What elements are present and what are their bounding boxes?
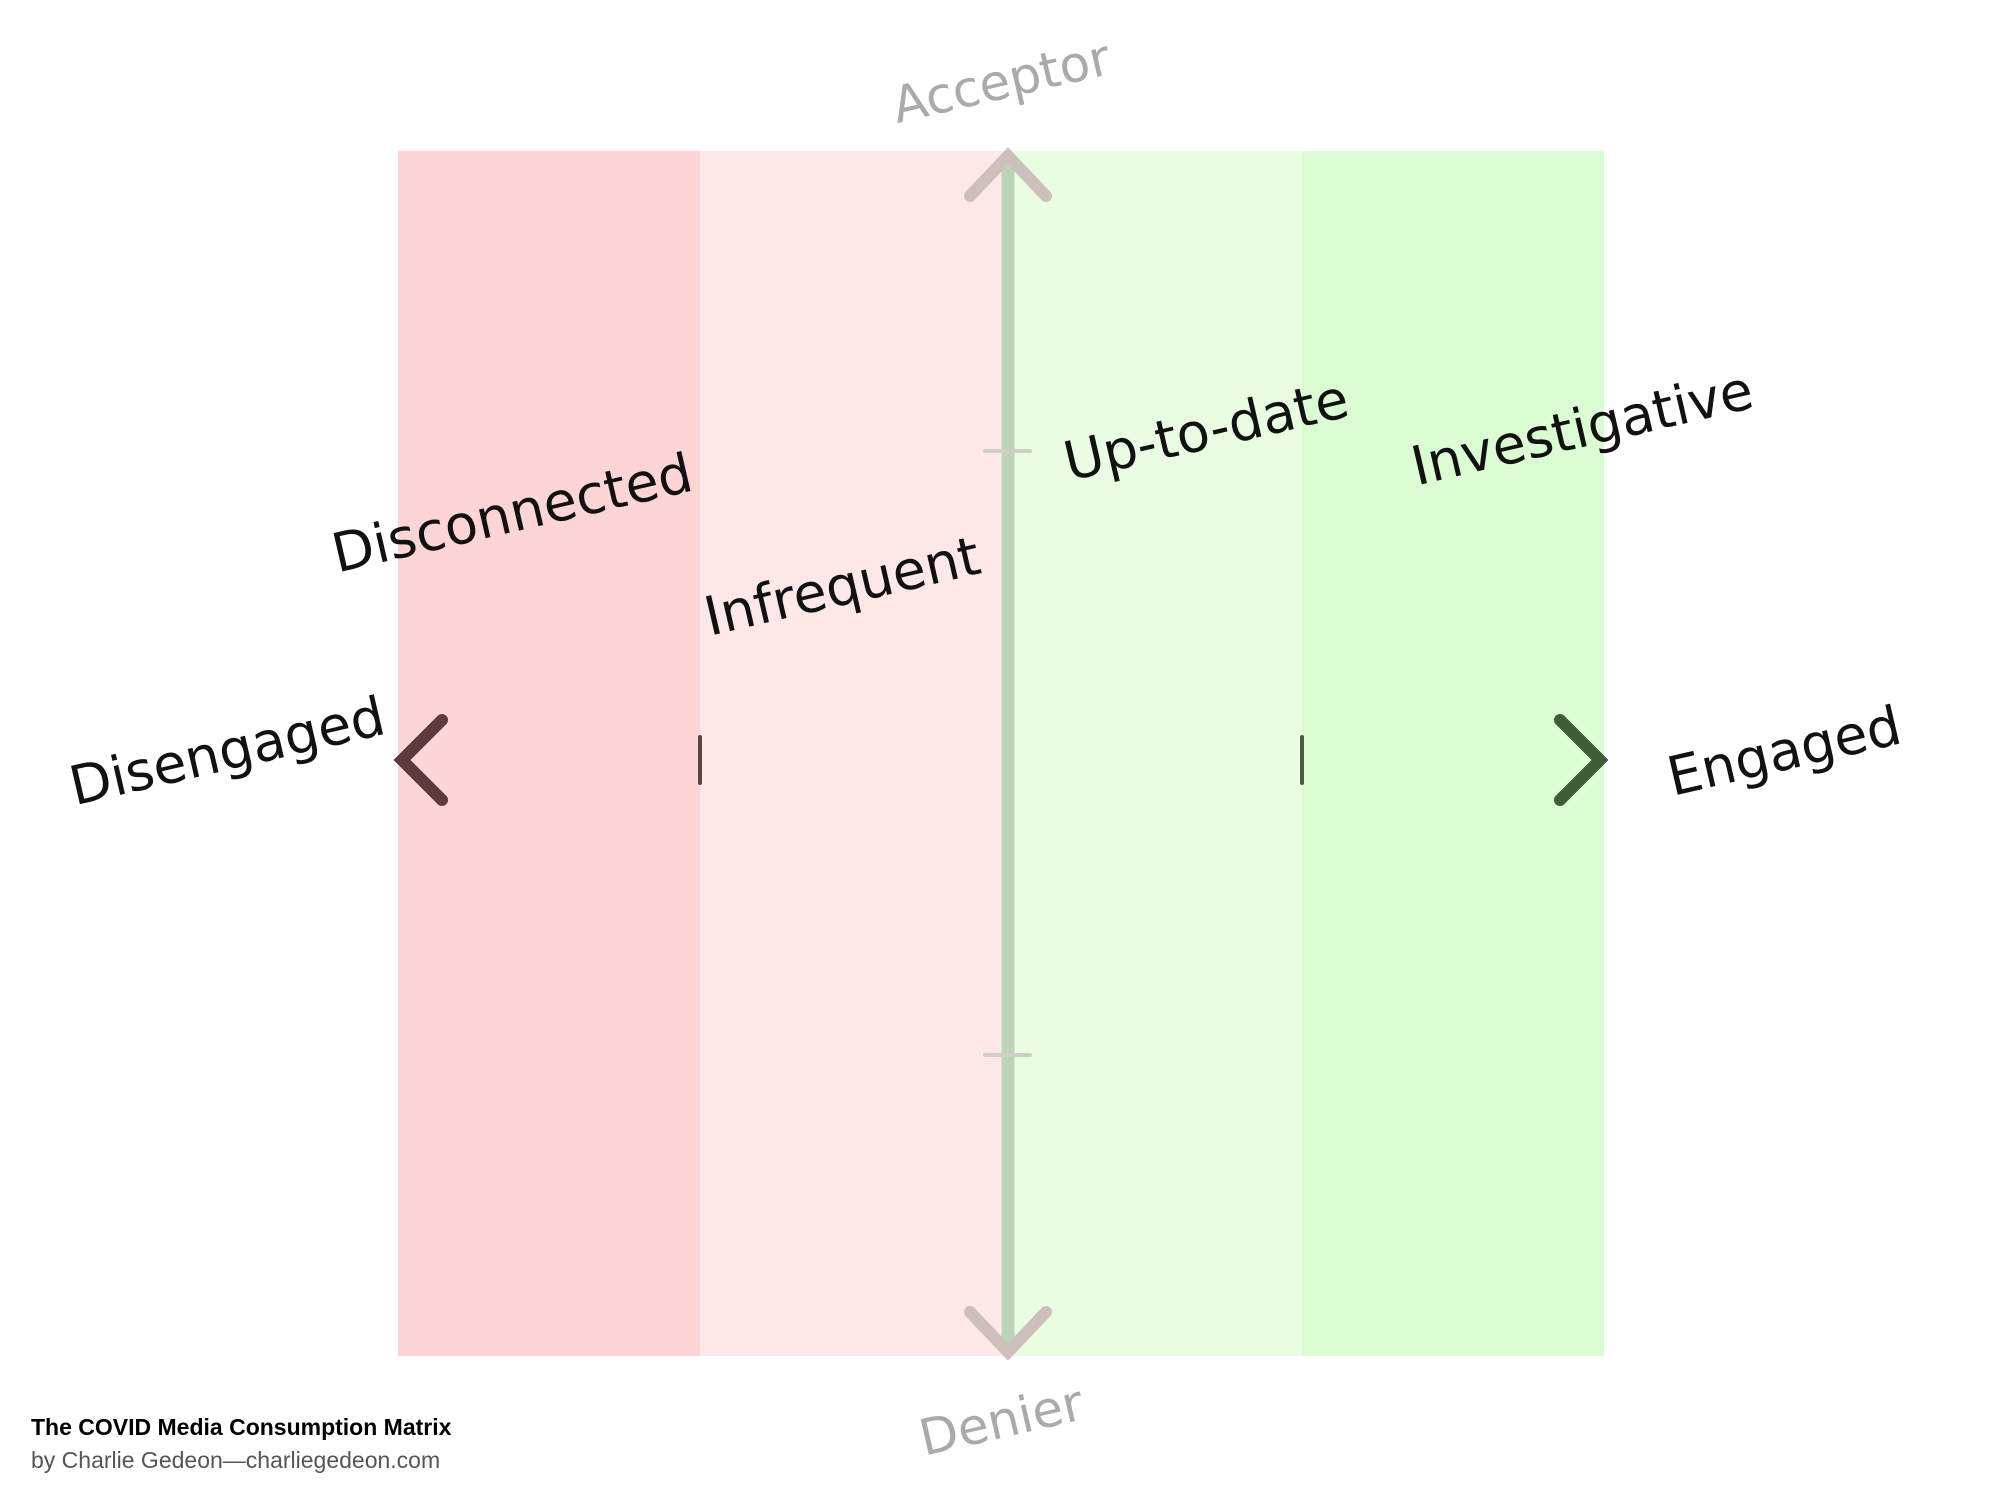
axis-label-engaged: Engaged [1661,694,1907,809]
zone-disconnected [398,151,700,1356]
zone-investigative [1302,151,1604,1356]
zone-infrequent [700,151,1001,1356]
axis-label-disengaged: Disengaged [64,684,391,818]
footer-title: The COVID Media Consumption Matrix [31,1414,452,1440]
vertical-axis [964,147,1052,1361]
arrow-up-icon [964,147,1052,202]
arrow-down-icon [964,1306,1052,1361]
axis-label-denier: Denier [914,1374,1089,1468]
zone-up-to-date [1001,151,1302,1356]
footer-byline: by Charlie Gedeon—charliegedeon.com [31,1447,441,1473]
arrow-right-icon [1554,714,1609,806]
footer: The COVID Media Consumption Matrix by Ch… [31,1414,451,1474]
arrow-left-icon [393,714,448,806]
horizontal-axis [393,714,1609,806]
axis-label-acceptor: Acceptor [887,28,1116,134]
